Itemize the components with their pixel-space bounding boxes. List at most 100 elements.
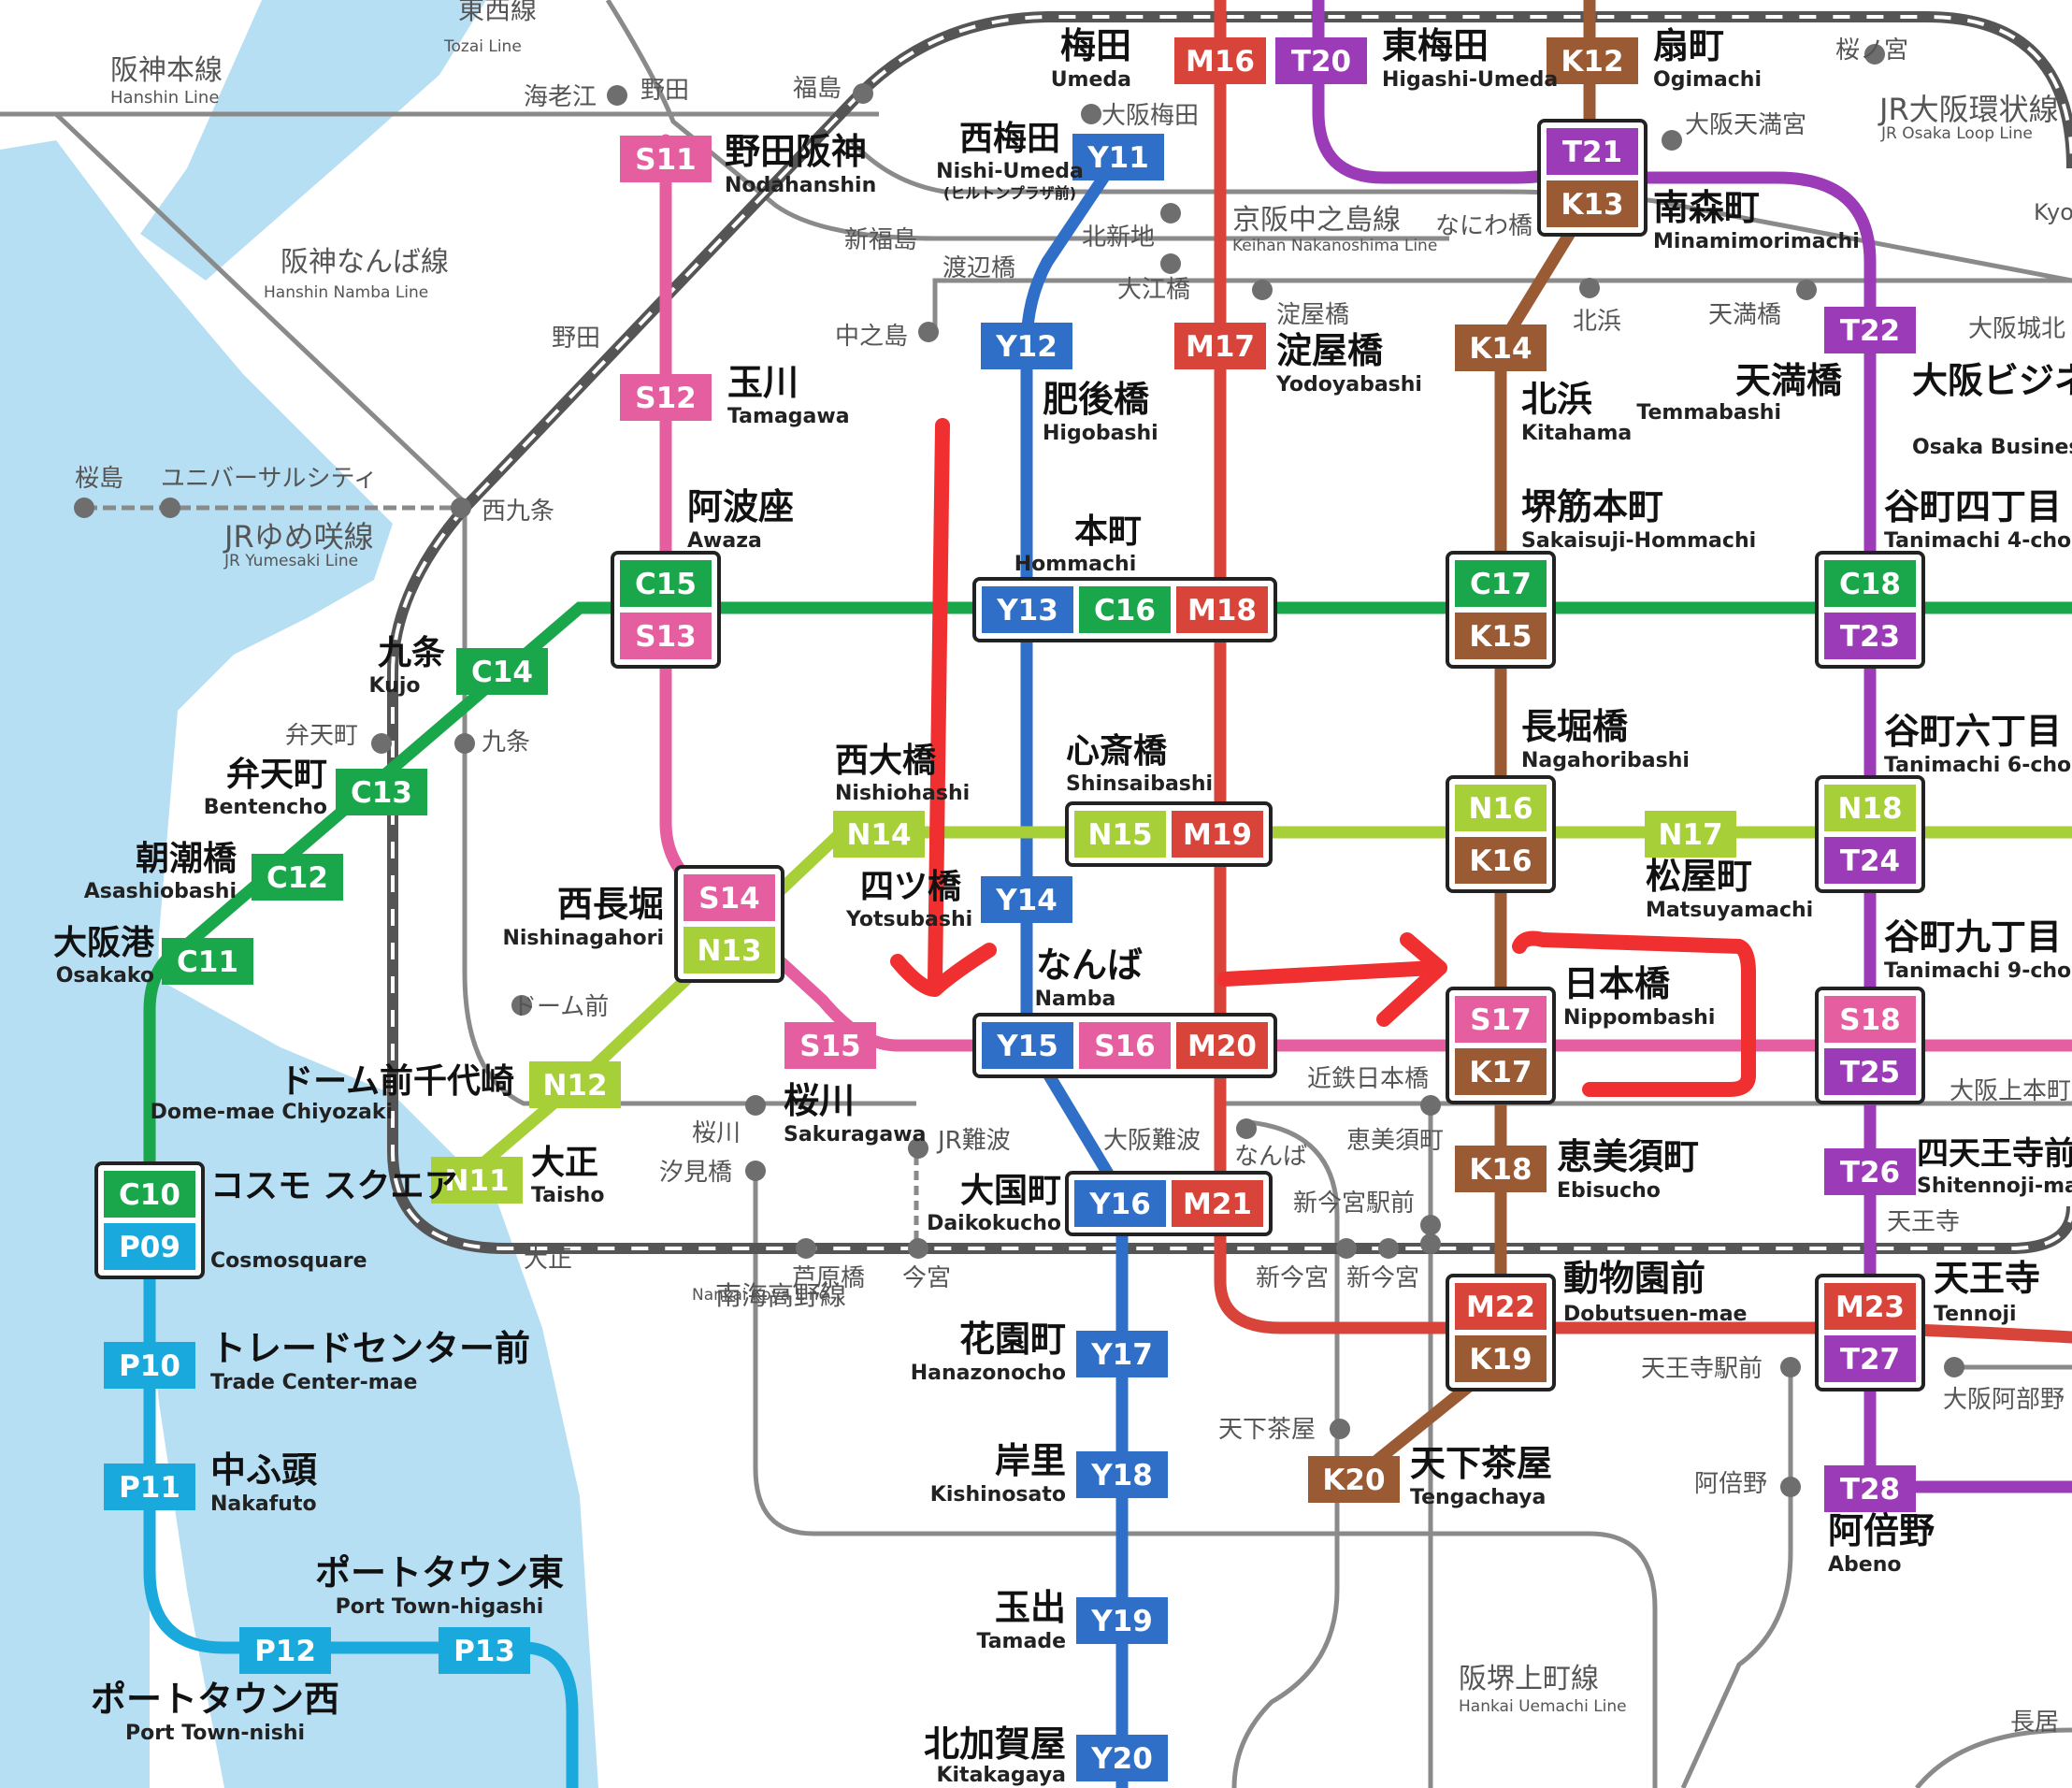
station-code-badge-c10[interactable]: C10 xyxy=(104,1171,195,1218)
station-code-badge-n13[interactable]: N13 xyxy=(683,927,775,973)
station-code-badge-m22[interactable]: M22 xyxy=(1455,1283,1547,1330)
station-code-badge-c15[interactable]: C15 xyxy=(620,560,712,607)
station-name-en: Bentencho xyxy=(204,796,327,819)
station-code-badge-t28[interactable]: T28 xyxy=(1824,1465,1916,1512)
station-name-jp: 花園町 xyxy=(959,1319,1066,1360)
station-code-badge-k12[interactable]: K12 xyxy=(1547,37,1638,84)
station-code-badge-k20[interactable]: K20 xyxy=(1308,1456,1400,1503)
station-code-badge-m19[interactable]: M19 xyxy=(1172,811,1263,858)
station-code-badge-s16[interactable]: S16 xyxy=(1079,1022,1171,1069)
minor-station-dot xyxy=(1864,44,1885,65)
station-code-badge-y16[interactable]: Y16 xyxy=(1074,1180,1166,1227)
station-code-badge-n17[interactable]: N17 xyxy=(1645,811,1736,858)
station-name-en: Tamagawa xyxy=(727,405,850,428)
station-code-fill xyxy=(982,1022,1073,1069)
station-name-jp: 桜川 xyxy=(784,1080,855,1121)
station-code-text: K20 xyxy=(1322,1464,1385,1497)
jr-loop-outer xyxy=(387,673,2072,1254)
station-code-badge-t21[interactable]: T21 xyxy=(1547,128,1638,175)
station-code-text: Y20 xyxy=(1090,1742,1153,1776)
station-code-badge-y13[interactable]: Y13 xyxy=(982,586,1073,633)
station-code-badge-t23[interactable]: T23 xyxy=(1824,613,1916,659)
station-code-badge-c17[interactable]: C17 xyxy=(1455,560,1547,607)
station-code-badge-k17[interactable]: K17 xyxy=(1455,1048,1547,1095)
station-code-badge-p09[interactable]: P09 xyxy=(104,1223,195,1270)
station-code-badge-t27[interactable]: T27 xyxy=(1824,1335,1916,1382)
station-code-fill xyxy=(104,1171,195,1218)
station-code-badge-p13[interactable]: P13 xyxy=(439,1627,530,1674)
station-code-badge-k13[interactable]: K13 xyxy=(1547,180,1638,227)
station-code-badge-y17[interactable]: Y17 xyxy=(1076,1331,1168,1377)
station-code-badge-m21[interactable]: M21 xyxy=(1172,1180,1263,1227)
station-code-badge-p10[interactable]: P10 xyxy=(104,1342,195,1389)
station-code-badge-s12[interactable]: S12 xyxy=(620,374,712,421)
station-code-badge-n11[interactable]: N11 xyxy=(431,1157,523,1204)
station-code-badge-t24[interactable]: T24 xyxy=(1824,837,1916,884)
station-code-badge-c12[interactable]: C12 xyxy=(252,854,343,901)
station-code-text: C18 xyxy=(1839,568,1901,601)
station-code-badge-s15[interactable]: S15 xyxy=(784,1022,876,1069)
station-name-sub: (ヒルトンプラザ前) xyxy=(943,184,1076,202)
station-code-badge-p11[interactable]: P11 xyxy=(104,1464,195,1510)
station-code-badge-c18[interactable]: C18 xyxy=(1824,560,1916,607)
station-code-text: K14 xyxy=(1469,332,1532,366)
station-code-fill xyxy=(1824,996,1916,1043)
station-code-badge-p12[interactable]: P12 xyxy=(239,1627,331,1674)
station-code-badge-s17[interactable]: S17 xyxy=(1455,996,1547,1043)
station-code-badge-k19[interactable]: K19 xyxy=(1455,1335,1547,1382)
station-code-badge-k15[interactable]: K15 xyxy=(1455,613,1547,659)
line-or-station-label-keihan-en: Keihan Nakanoshima Line xyxy=(1232,237,1437,255)
station-code-badge-k14[interactable]: K14 xyxy=(1455,324,1547,371)
station-code-badge-n14[interactable]: N14 xyxy=(833,811,925,858)
station-name-en: Tennoji xyxy=(1934,1303,2017,1326)
station-name-jp: 天満橋 xyxy=(1735,360,1842,401)
station-name-en: Abeno xyxy=(1828,1553,1901,1577)
station-code-badge-n12[interactable]: N12 xyxy=(529,1061,621,1108)
station-code-badge-y18[interactable]: Y18 xyxy=(1076,1451,1168,1498)
station-code-badge-y20[interactable]: Y20 xyxy=(1076,1735,1168,1781)
station-code-fill xyxy=(104,1342,195,1389)
station-code-badge-m20[interactable]: M20 xyxy=(1176,1022,1268,1069)
station-name-jp: 天下茶屋 xyxy=(1410,1443,1552,1484)
station-code-badge-t26[interactable]: T26 xyxy=(1824,1148,1916,1195)
station-code-badge-m23[interactable]: M23 xyxy=(1824,1283,1916,1330)
station-code-fill xyxy=(1547,180,1638,227)
station-code-badge-y19[interactable]: Y19 xyxy=(1076,1597,1168,1644)
station-code-badge-c11[interactable]: C11 xyxy=(162,938,253,985)
station-code-badge-m17[interactable]: M17 xyxy=(1174,323,1266,369)
station-name-jp: 大国町 xyxy=(960,1172,1061,1210)
line-or-station-label-fukushima: 福島 xyxy=(793,75,842,103)
station-code-badge-y11[interactable]: Y11 xyxy=(1072,134,1164,180)
station-code-fill xyxy=(1455,1048,1547,1095)
station-code-badge-t22[interactable]: T22 xyxy=(1824,307,1916,353)
station-code-badge-y14[interactable]: Y14 xyxy=(981,876,1072,923)
station-code-badge-c13[interactable]: C13 xyxy=(336,769,427,815)
station-code-badge-c16[interactable]: C16 xyxy=(1079,586,1171,633)
station-code-fill xyxy=(431,1157,523,1204)
station-code-text: Y18 xyxy=(1090,1459,1153,1492)
station-code-badge-n16[interactable]: N16 xyxy=(1455,785,1547,831)
station-code-badge-c14[interactable]: C14 xyxy=(456,648,548,695)
station-code-badge-y15[interactable]: Y15 xyxy=(982,1022,1073,1069)
station-code-badge-t20[interactable]: T20 xyxy=(1275,37,1367,84)
station-code-badge-m18[interactable]: M18 xyxy=(1176,586,1268,633)
station-name-en: Tamade xyxy=(977,1630,1066,1653)
station-code-badge-y12[interactable]: Y12 xyxy=(981,323,1072,369)
station-code-badge-m16[interactable]: M16 xyxy=(1174,37,1266,84)
station-code-badge-s14[interactable]: S14 xyxy=(683,874,775,921)
station-code-fill xyxy=(1824,560,1916,607)
station-code-fill xyxy=(1824,785,1916,831)
line-or-station-label-hanshin-main-en: Hanshin Line xyxy=(110,88,219,108)
station-code-fill xyxy=(1824,1283,1916,1330)
station-code-badge-k18[interactable]: K18 xyxy=(1455,1146,1547,1192)
station-code-badge-s13[interactable]: S13 xyxy=(620,613,712,659)
station-code-badge-n15[interactable]: N15 xyxy=(1074,811,1166,858)
station-code-fill xyxy=(683,927,775,973)
station-code-badge-s11[interactable]: S11 xyxy=(620,136,712,182)
station-code-badge-t25[interactable]: T25 xyxy=(1824,1048,1916,1095)
line-or-station-label-bentencho-jr: 弁天町 xyxy=(285,722,358,750)
station-code-badge-s18[interactable]: S18 xyxy=(1824,996,1916,1043)
station-code-badge-k16[interactable]: K16 xyxy=(1455,837,1547,884)
station-code-fill xyxy=(1176,1022,1268,1069)
station-code-badge-n18[interactable]: N18 xyxy=(1824,785,1916,831)
